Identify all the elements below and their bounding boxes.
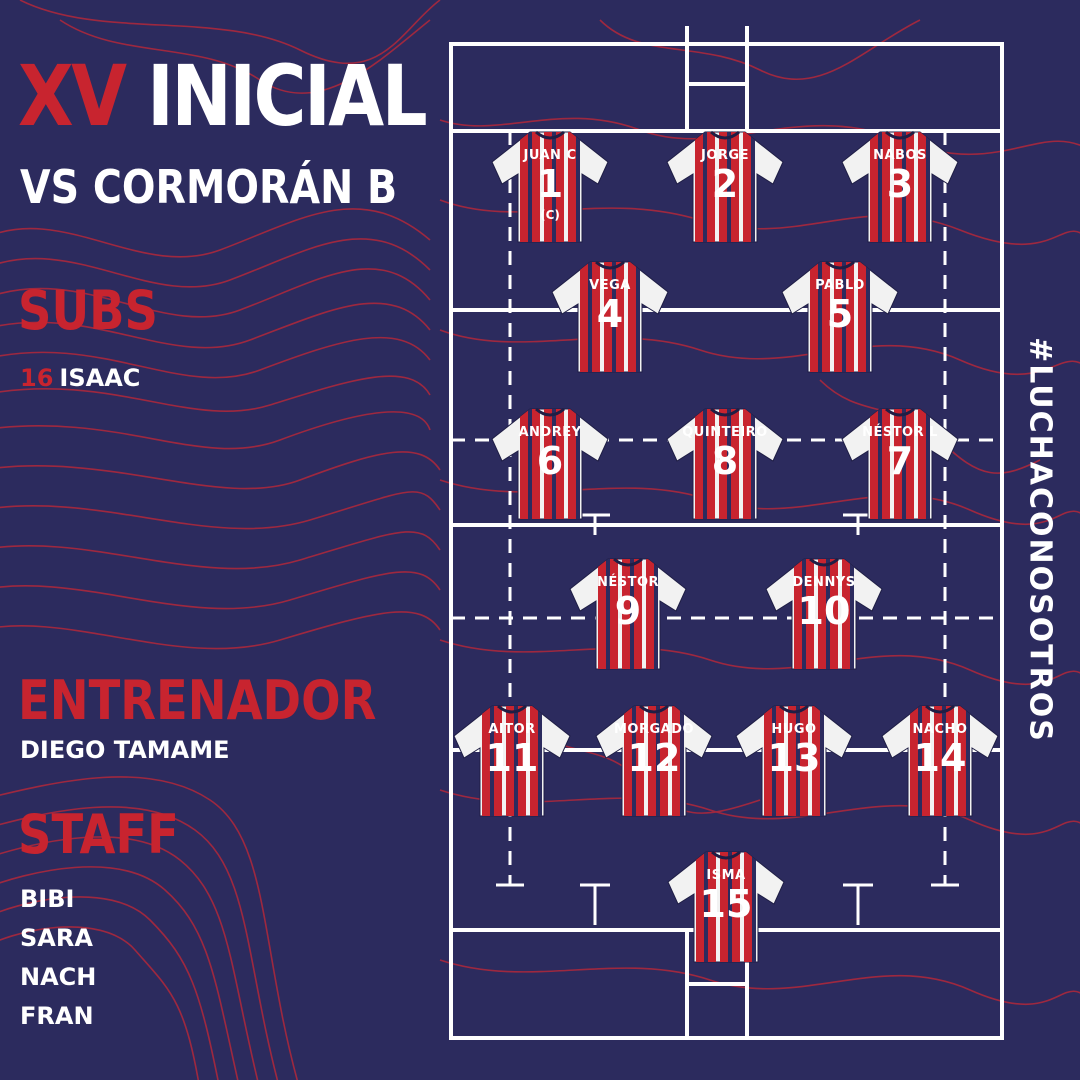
subs-heading: SUBS [18,279,159,342]
player-number: 14 [913,736,967,780]
hashtag-label: #LUCHACONOSOTROS [1022,337,1058,743]
jersey-icon [666,130,784,243]
page-title: XV INICIAL [18,54,428,138]
captain-mark: (C) [540,208,560,222]
player-name: ANDREY [518,425,582,440]
player-number: 15 [699,882,753,926]
player-number: 10 [797,589,851,633]
player-number: 13 [767,736,821,780]
player-number: 12 [627,736,681,780]
staff-list: BIBI SARA NACH FRAN [20,880,96,1036]
player-name: NACHO [912,722,968,737]
jersey-icon [491,407,609,520]
jersey-icon [666,407,784,520]
jersey-icon [491,130,609,243]
staff-member: FRAN [20,1002,94,1030]
jersey-icon [569,557,687,670]
player-number: 8 [711,439,739,483]
player-name: MORGADO [613,722,695,737]
player-name: PABLO [815,278,865,293]
title-inicial: INICIAL [147,47,428,145]
player-number: 4 [596,292,624,336]
player-name: HUGO [771,722,817,737]
title-xv: XV [18,47,127,145]
player-name: JUAN C [523,148,577,163]
player-number: 1 [536,162,564,206]
player-name: VEGA [589,278,631,293]
player-name: AITOR [488,722,536,737]
player-number: 7 [886,439,914,483]
jersey-icon [453,704,571,817]
jersey-icon [551,260,669,373]
player-name: QUINTEIRO [682,425,768,440]
opponent-subtitle: VS CORMORÁN B [20,160,398,214]
player-number: 9 [614,589,642,633]
player-name: NÉSTOR [596,575,660,590]
jersey-icon [765,557,883,670]
player-number: 3 [886,162,914,206]
jersey-icon [735,704,853,817]
coach-name: DIEGO TAMAME [20,736,230,764]
sub-number: 16 [20,364,54,392]
jersey-icon [667,850,785,963]
jersey-icon [781,260,899,373]
staff-heading: STAFF [18,803,179,866]
jersey-icon [881,704,999,817]
player-name: DENNYS [792,575,856,590]
player-name: JORGE [701,148,749,163]
staff-member: NACH [20,963,97,991]
jersey-icon [841,407,959,520]
player-number: 11 [485,736,539,780]
sub-name: ISAAC [59,364,141,392]
jersey-icon [841,130,959,243]
player-name: NABOS [873,148,927,163]
staff-member: SARA [20,924,93,952]
staff-member: BIBI [20,885,75,913]
player-number: 5 [826,292,854,336]
coach-heading: ENTRENADOR [18,669,377,732]
player-number: 2 [711,162,739,206]
jersey-icon [595,704,713,817]
player-name: NÉSTOR L [862,425,938,440]
player-number: 6 [536,439,564,483]
player-name: ISMA [706,868,746,883]
